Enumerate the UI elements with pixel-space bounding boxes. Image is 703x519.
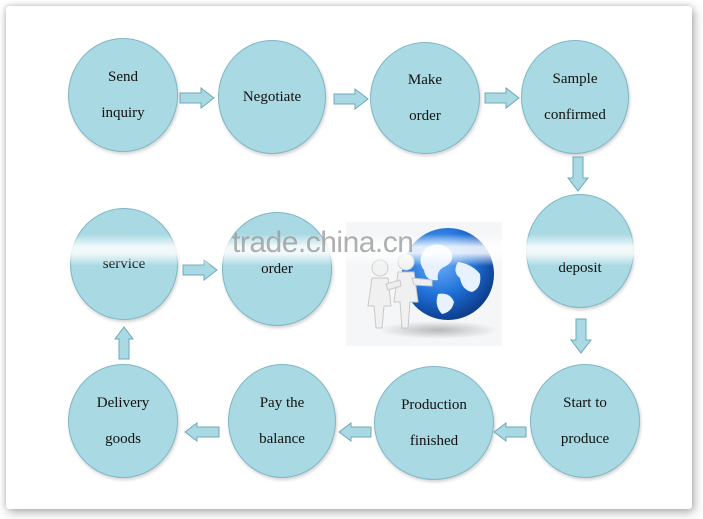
step-production-finished: Production finished xyxy=(374,366,494,480)
step-start-to-produce: Start to produce xyxy=(530,364,640,478)
watermark-text: trade.china.cn xyxy=(232,226,414,259)
step-sample-confirmed: Sample confirmed xyxy=(521,40,629,154)
step-delivery-goods: Delivery goods xyxy=(68,364,178,478)
step-negotiate: Negotiate xyxy=(218,40,326,154)
step-pay-the-balance: Pay the balance xyxy=(228,364,336,478)
step-label: Production finished xyxy=(401,397,467,449)
arrow-right-icon xyxy=(179,87,215,109)
arrow-right-icon xyxy=(333,88,369,110)
step-label: Make order xyxy=(407,72,443,124)
watermark-band xyxy=(58,234,648,266)
arrow-up-icon xyxy=(114,326,134,360)
arrow-left-icon xyxy=(493,422,527,442)
step-make-order: Make order xyxy=(370,42,480,154)
arrow-down-icon xyxy=(567,156,589,192)
step-send-inquiry: Send inquiry xyxy=(68,38,178,152)
arrow-left-icon xyxy=(338,422,372,442)
arrow-right-icon xyxy=(484,87,520,109)
step-label: Start to produce xyxy=(560,395,610,447)
step-label: Delivery goods xyxy=(96,395,150,447)
step-label: Send inquiry xyxy=(101,69,145,121)
arrow-down-icon xyxy=(570,318,592,354)
step-label: Negotiate xyxy=(242,89,302,105)
arrow-left-icon xyxy=(184,422,220,442)
step-label: Pay the balance xyxy=(259,395,305,447)
step-label: Sample confirmed xyxy=(544,71,606,123)
